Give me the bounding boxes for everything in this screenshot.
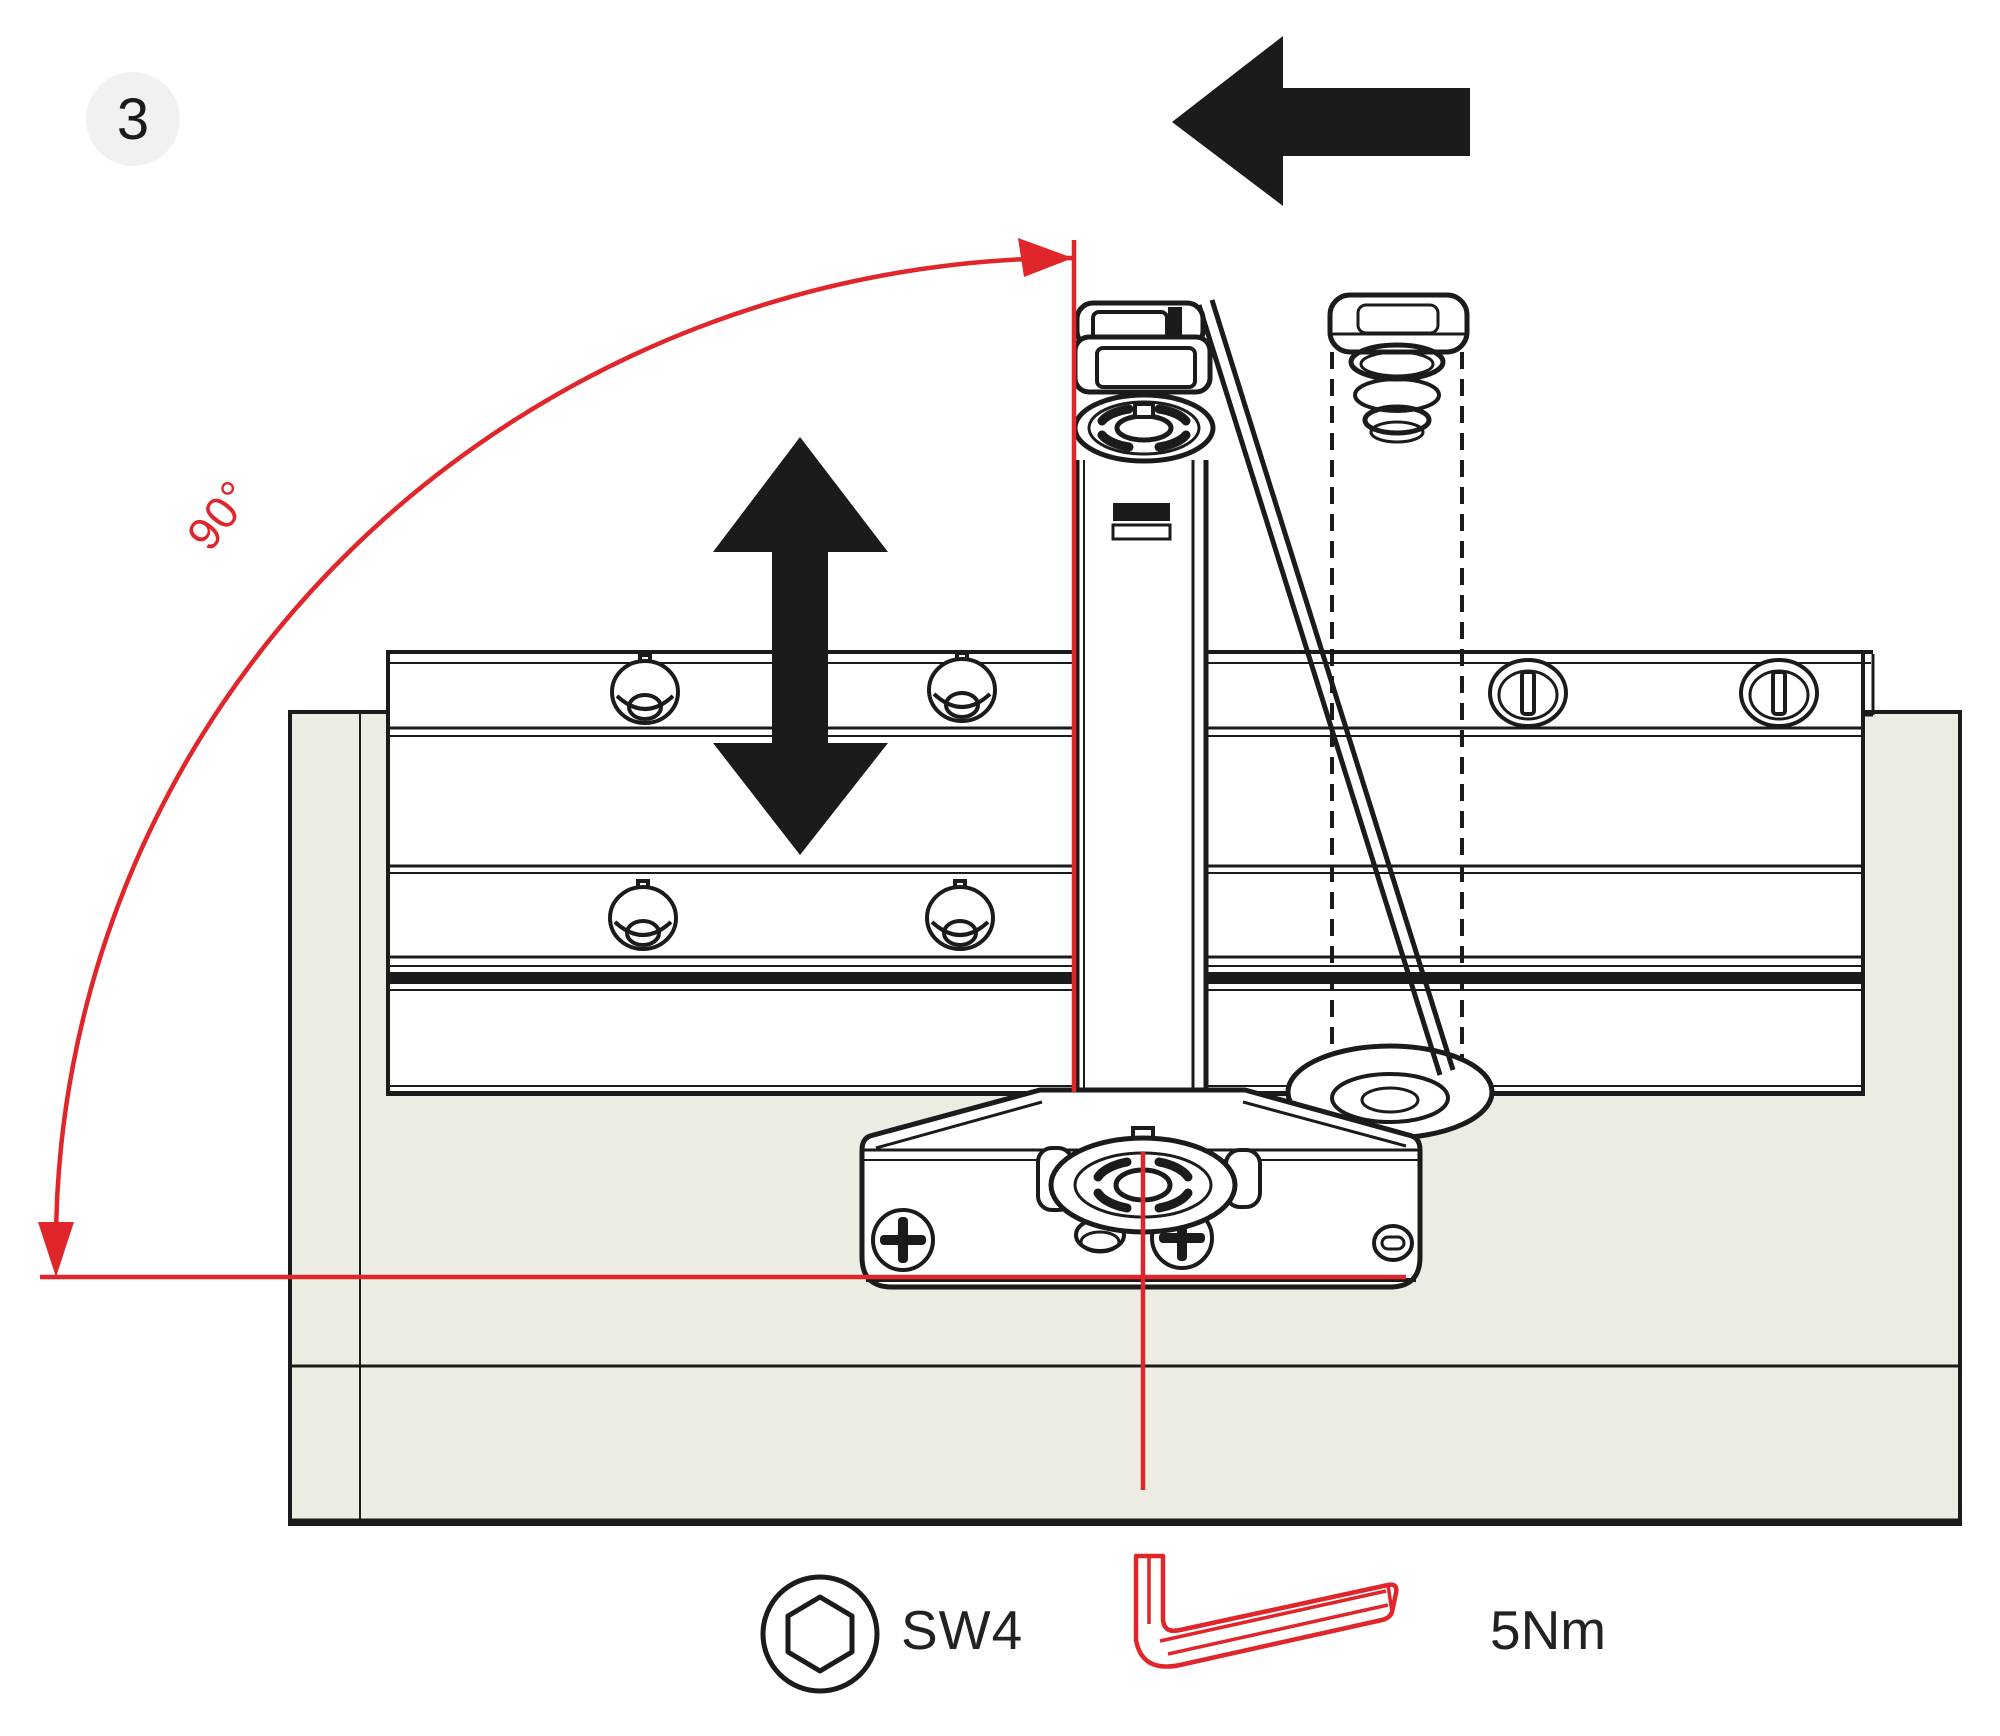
reference-lines [40,240,1406,1490]
hex-socket-icon [760,1574,880,1694]
allen-key-icon [1133,1553,1399,1669]
arc-arrowhead-top [1018,238,1073,277]
torque-label: 5Nm [1490,1599,1607,1661]
hinge-lever [1196,299,1456,1076]
step-number: 3 [116,86,150,152]
hinge-arm-current [1072,300,1216,1148]
hex-size-label: SW4 [901,1599,1024,1661]
rotation-arc [38,238,1074,1277]
up-down-arrow-icon [713,437,888,855]
push-left-arrow-icon [1172,36,1470,206]
step-badge: 3 [86,72,180,166]
arc-arrowhead-bottom [38,1222,74,1277]
